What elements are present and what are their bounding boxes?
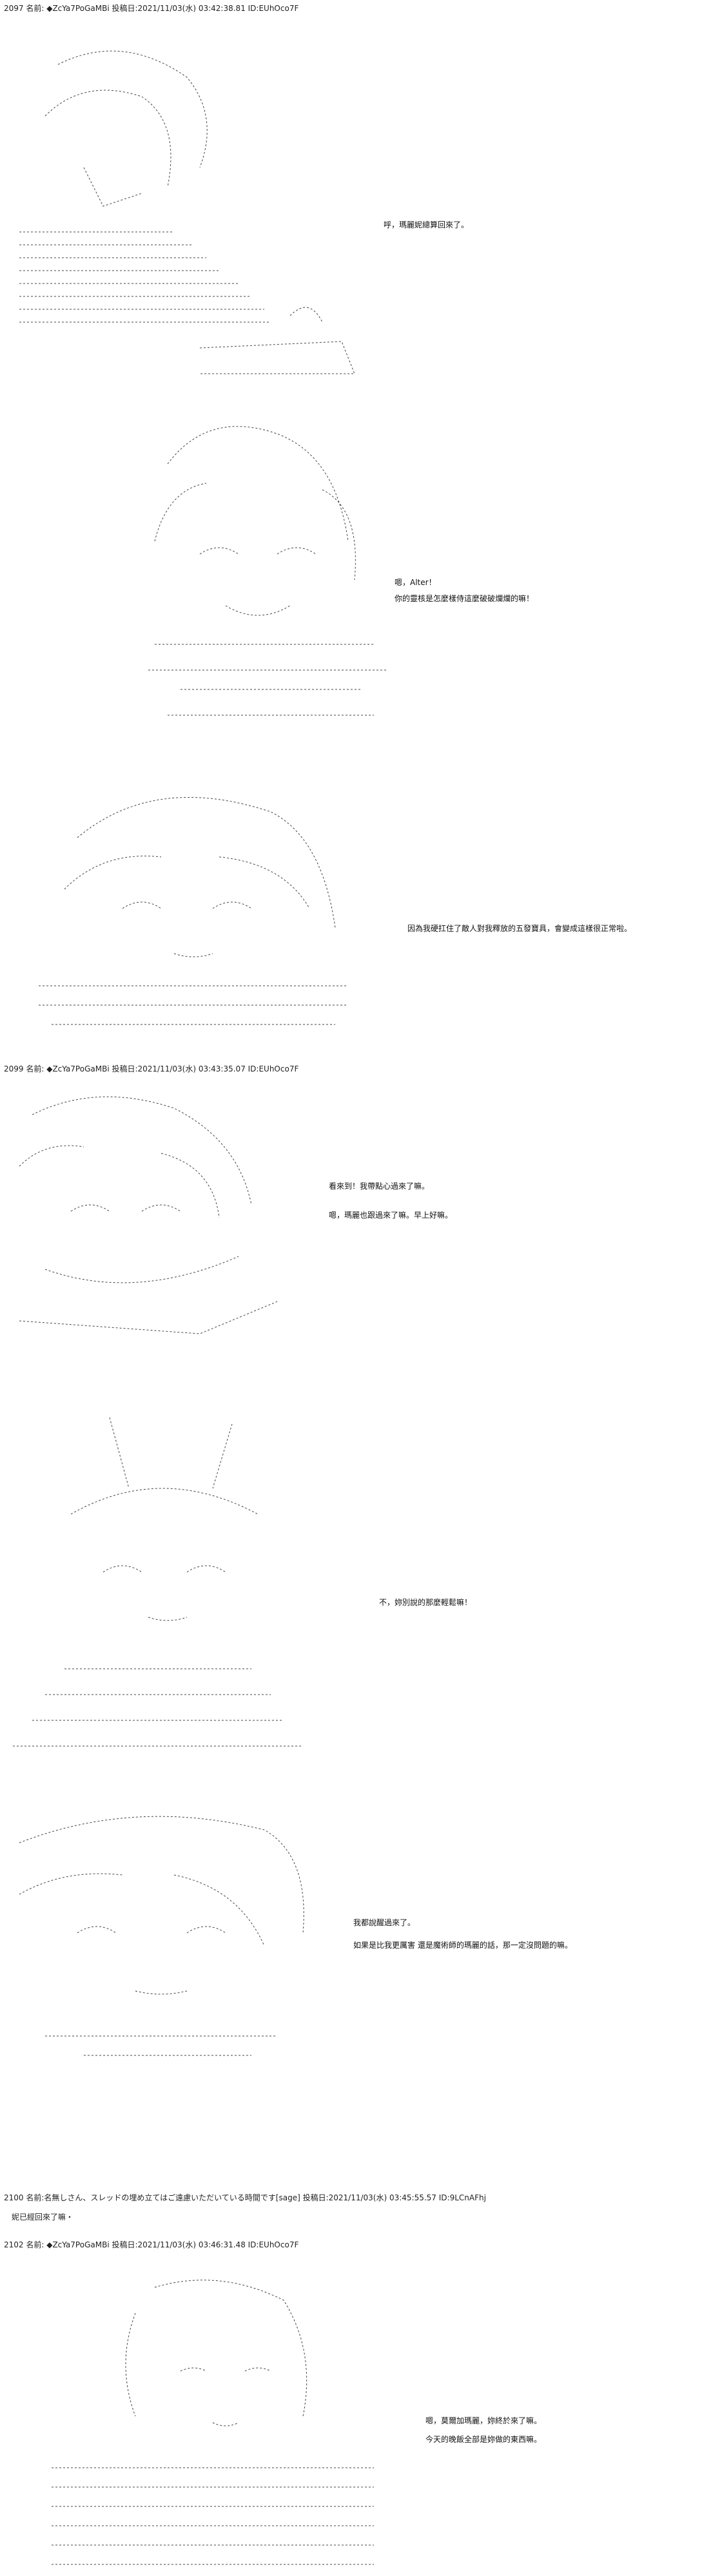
post-header: 2099 名前: ◆ZcYa7PoGaMBi 投稿日:2021/11/03(水)… — [4, 1064, 299, 1073]
ascii-art-panel — [6, 1411, 309, 1759]
post-header: 2097 名前: ◆ZcYa7PoGaMBi 投稿日:2021/11/03(水)… — [4, 4, 299, 13]
dialogue-line: 不，妳別說的那麼輕鬆嘛！ — [379, 1598, 473, 1607]
ascii-art-panel — [6, 1089, 309, 1360]
dialogue-line: 嗯，瑪麗也跟過來了嘛。早上好嘛。 — [329, 1211, 453, 1220]
ascii-art-panel — [39, 2274, 387, 2571]
dialogue-line: 我都說醒過來了。 — [353, 1918, 416, 1927]
post-body: 妮已經回來了嘛・ — [12, 2213, 74, 2222]
dialogue-line: 今天的晚飯全部是妳做的東西嘛。 — [425, 2435, 542, 2444]
dialogue-line: 看來到！我帶點心過來了嘛。 — [329, 1182, 430, 1191]
dialogue-line: 如果是比我更厲害 還是魔術師的瑪麗的話，那一定沒問題的嘛。 — [353, 1941, 572, 1950]
ascii-art-panel — [6, 1804, 322, 2068]
ascii-art-panel — [26, 760, 361, 1037]
ascii-art-panel — [129, 412, 400, 747]
post-header: 2102 名前: ◆ZcYa7PoGaMBi 投稿日:2021/11/03(水)… — [4, 2240, 299, 2249]
dialogue-line: 嗯，Alter！ — [395, 578, 436, 587]
dialogue-line: 呼，瑪麗妮總算回來了。 — [384, 220, 469, 229]
ascii-art-panel — [6, 39, 367, 399]
dialogue-line: 你的靈核是怎麼樣侍這麼破破爛爛的嘛！ — [395, 594, 534, 603]
post-header: 2100 名前:名無しさん、スレッドの埋め立てはご遠慮いただいている時間です[s… — [4, 2193, 486, 2202]
dialogue-line: 因為我硬扛住了敵人對我釋放的五發寶具，會變成這樣很正常啦。 — [407, 924, 632, 933]
dialogue-line: 嗯，莫爾加瑪麗，妳終於來了嘛。 — [425, 2416, 542, 2425]
